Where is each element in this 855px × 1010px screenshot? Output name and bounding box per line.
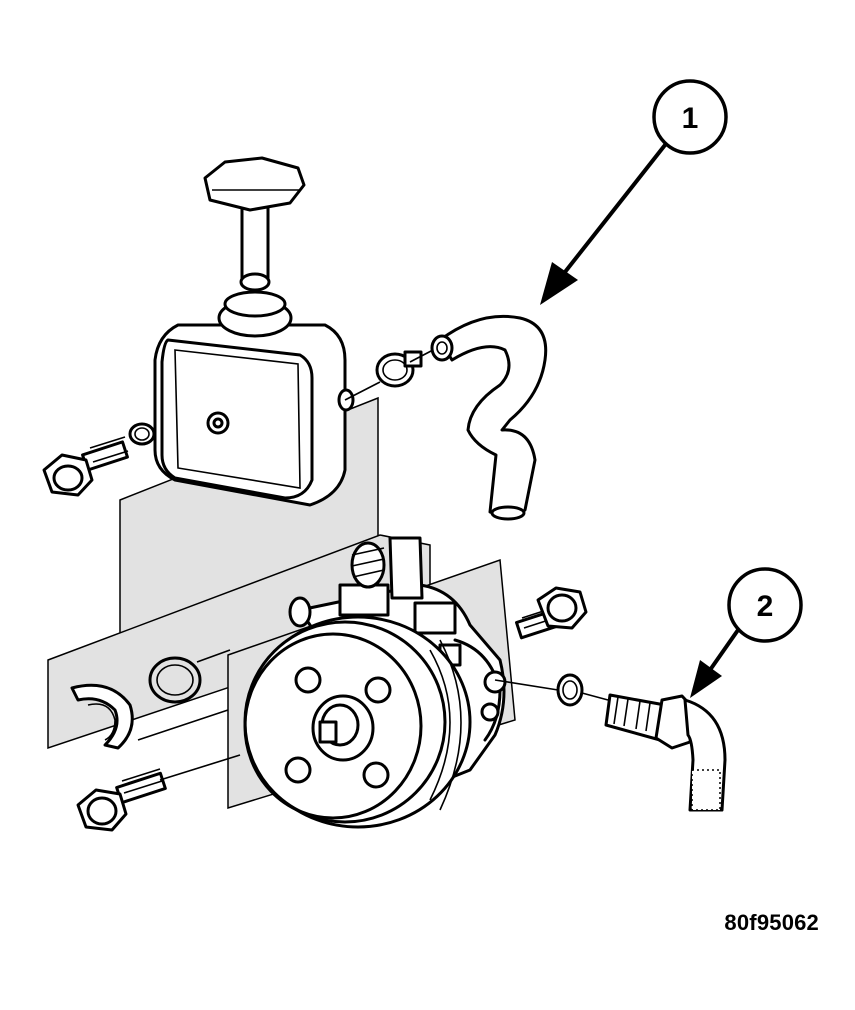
- reservoir-bolt: [42, 436, 129, 497]
- callout-1-label: 1: [682, 102, 699, 135]
- pressure-fitting-o-ring: [556, 673, 584, 707]
- return-hose: [430, 314, 548, 521]
- pump-o-ring: [148, 656, 202, 704]
- callout-1: 1: [540, 79, 728, 305]
- callout-2: 2: [690, 567, 803, 698]
- pump-bolt-right: [515, 586, 588, 640]
- bracket-clip: [70, 683, 134, 750]
- reservoir-o-ring: [128, 422, 156, 446]
- figure-id: 80f95062: [724, 910, 819, 935]
- hose-clamp: [375, 350, 423, 388]
- pump-bolt-left: [76, 768, 167, 832]
- pressure-line-fitting: [604, 693, 727, 812]
- power-steering-reservoir: [153, 290, 355, 507]
- reservoir-cap: [203, 156, 306, 292]
- callout-2-label: 2: [757, 590, 774, 623]
- power-steering-pump: [243, 536, 507, 829]
